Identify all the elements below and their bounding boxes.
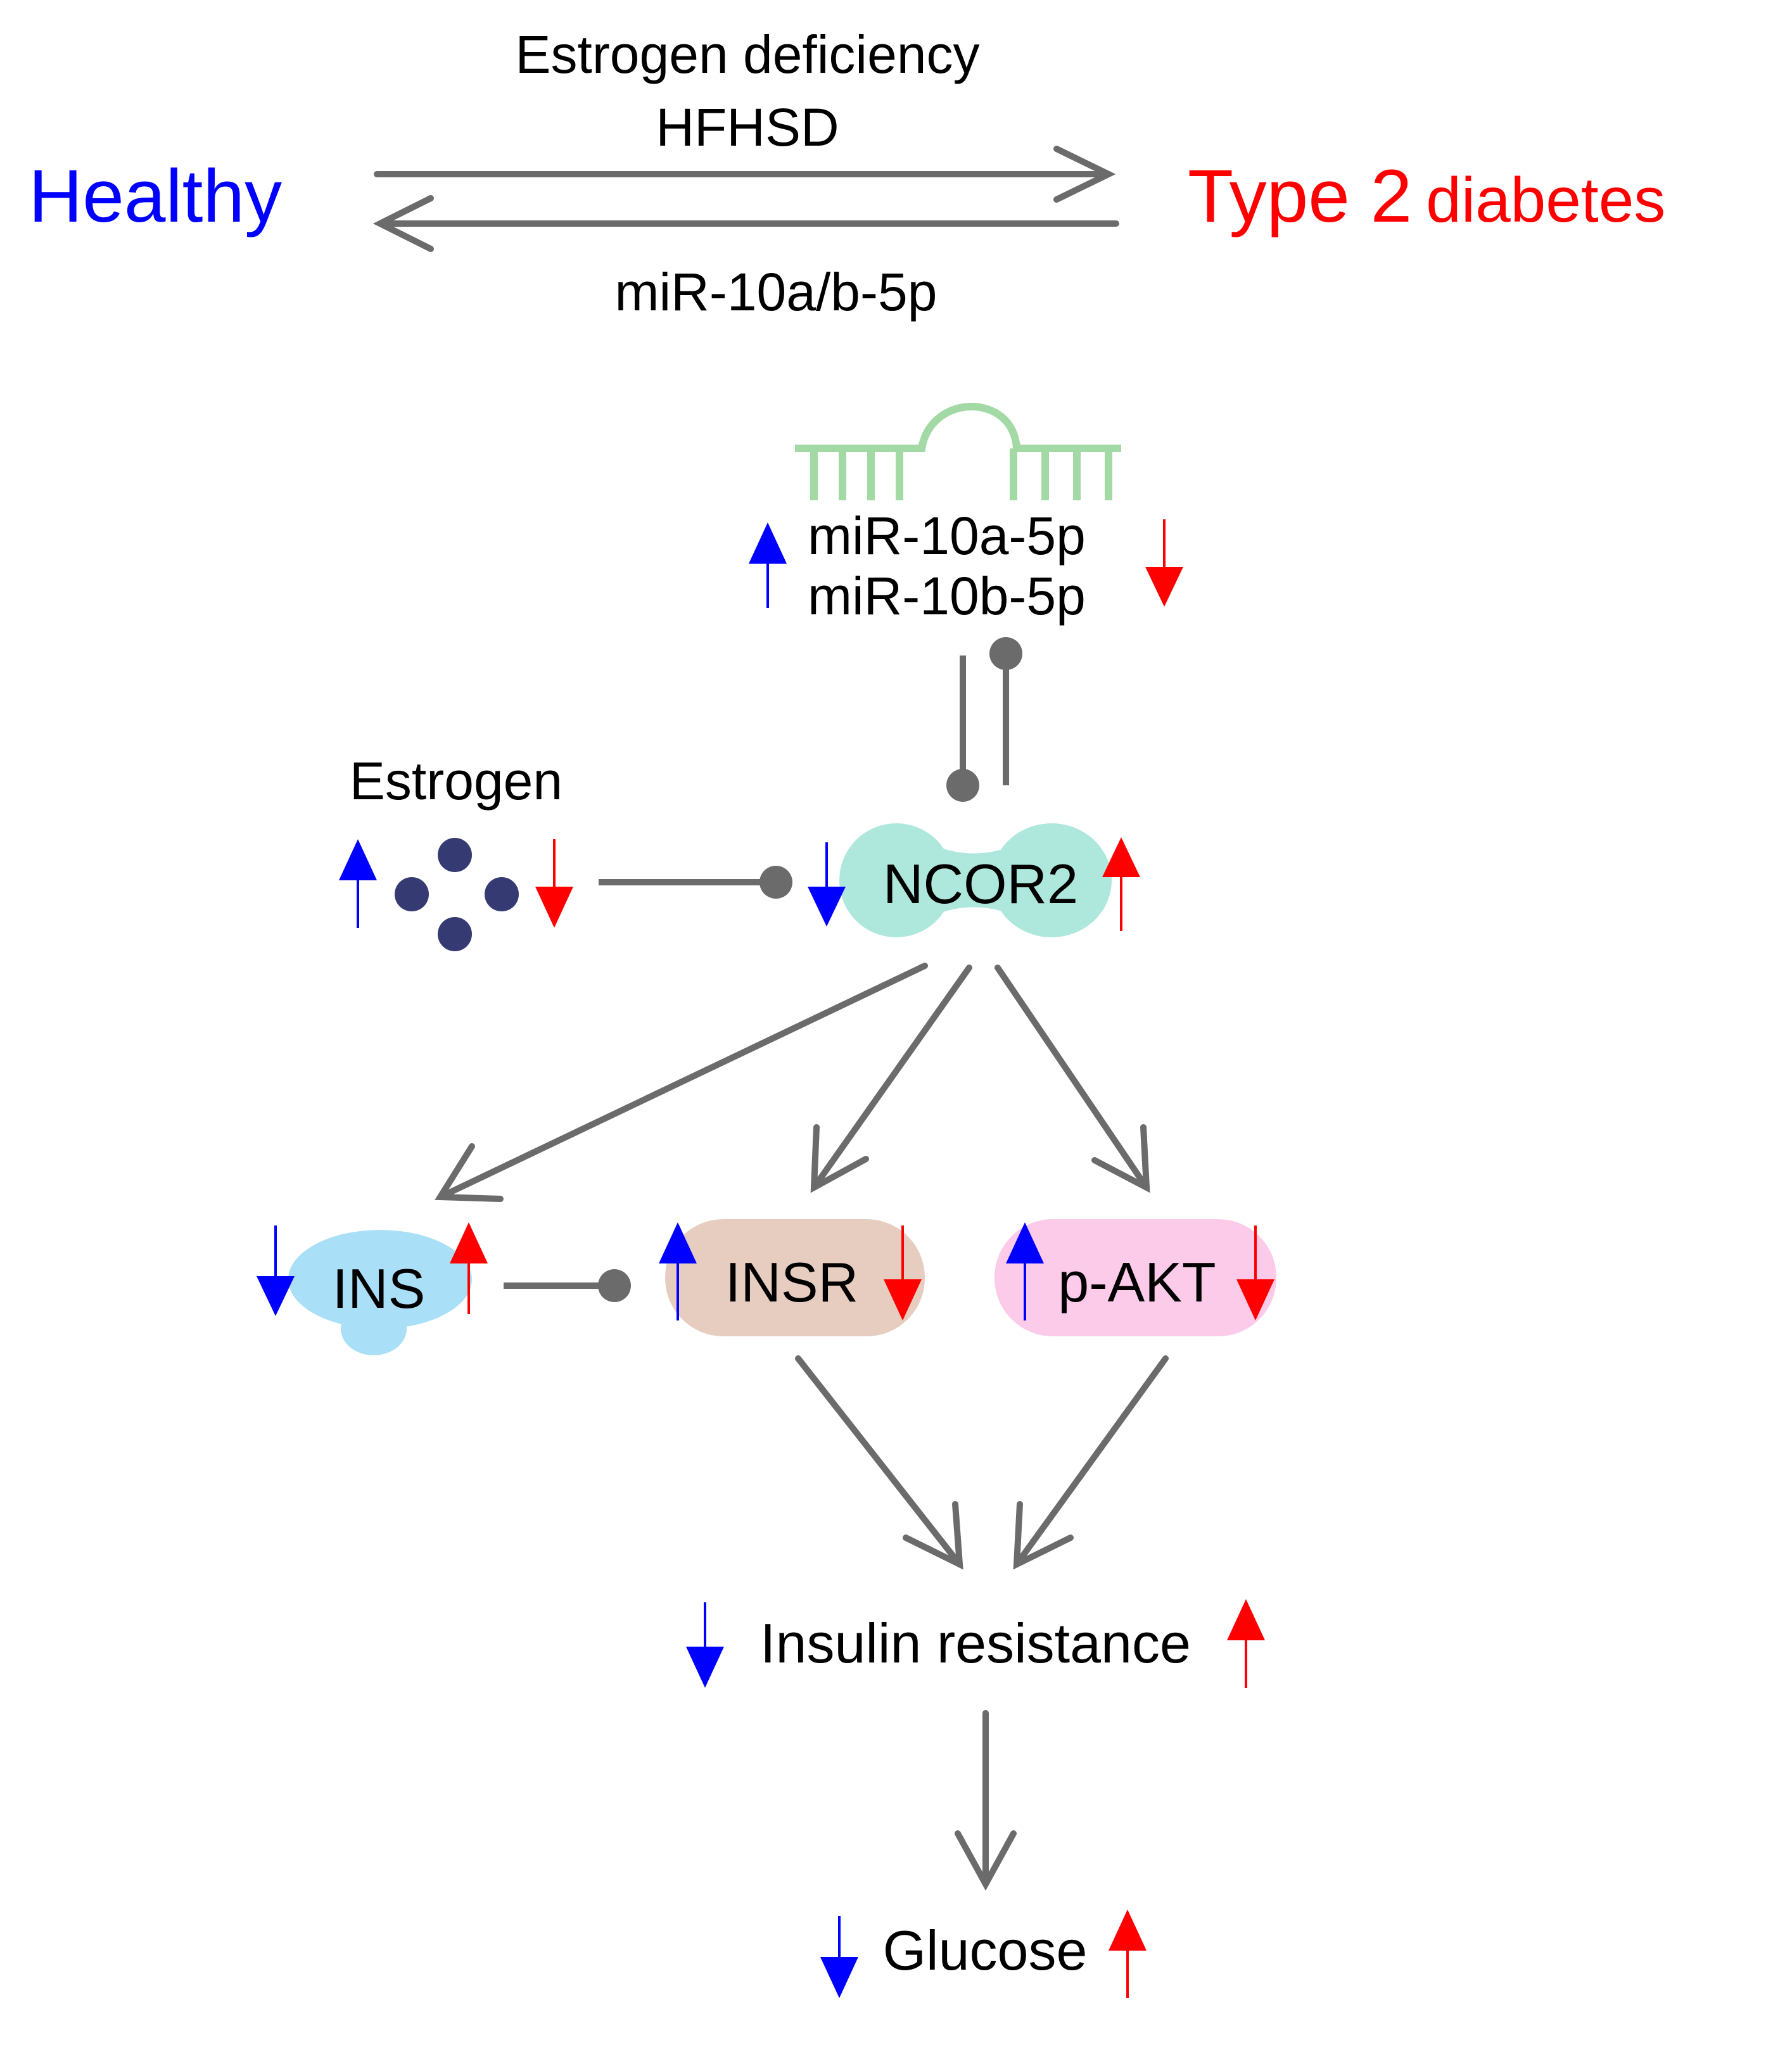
insr-disease-down-arrow-icon <box>884 1225 922 1320</box>
ncor2-to-ins-arrow <box>435 963 928 1202</box>
pakt-disease-down-arrow-icon <box>1236 1225 1274 1320</box>
pakt-label: p-AKT <box>1058 1251 1216 1314</box>
ins-healthy-down-arrow-icon <box>257 1225 295 1316</box>
ins-disease-up-arrow-icon <box>450 1222 488 1314</box>
mirna-inhibits-ncor2-bar-icon <box>946 655 979 802</box>
insr-healthy-up-arrow-icon <box>659 1222 697 1320</box>
ncor2-to-pakt-arrow <box>994 965 1150 1193</box>
ins-node: INS <box>288 1230 472 1355</box>
insulin-resistance-label: Insulin resistance <box>760 1612 1191 1675</box>
mirna-healthy-up-arrow-icon <box>749 522 787 608</box>
ins-inhibits-insr-bar-icon <box>504 1269 631 1302</box>
ncor2-disease-up-arrow-icon <box>1102 837 1140 931</box>
ncor2-inhibits-mirna-bar-icon <box>989 637 1022 785</box>
ins-label: INS <box>333 1257 426 1320</box>
estrogen-inhibits-ncor2-bar-icon <box>599 866 792 899</box>
ncor2-label: NCOR2 <box>883 852 1078 915</box>
forward-cause-line1: Estrogen deficiency <box>515 25 979 84</box>
mirna-10a-label: miR-10a-5p <box>808 506 1086 566</box>
glucose-label: Glucose <box>883 1919 1088 1982</box>
insr-to-insulin-resistance-arrow <box>795 1355 963 1570</box>
estrogen-molecule-icon <box>395 838 519 951</box>
insulin-resistance-disease-up-arrow-icon <box>1227 1599 1265 1688</box>
t2d-disease-label: diabetes <box>1426 165 1665 236</box>
mirna-hairpin-icon <box>795 403 1121 500</box>
mirna-disease-down-arrow-icon <box>1145 519 1183 607</box>
insulin-resistance-healthy-down-arrow-icon <box>686 1602 724 1688</box>
healthy-label: Healthy <box>29 155 282 238</box>
ncor2-to-insr-arrow <box>810 965 972 1193</box>
reverse-cause-label: miR-10a/b-5p <box>615 262 937 322</box>
insr-label: INSR <box>725 1251 858 1314</box>
pakt-to-insulin-resistance-arrow <box>1013 1355 1169 1570</box>
mirna-10b-label: miR-10b-5p <box>808 566 1086 626</box>
t2d-type-label: Type 2 <box>1188 155 1412 238</box>
insr-node: INSR <box>665 1219 925 1336</box>
glucose-healthy-down-arrow-icon <box>820 1916 858 1998</box>
pakt-node: p-AKT <box>994 1219 1276 1336</box>
ncor2-node: NCOR2 <box>839 823 1112 937</box>
insulin-resistance-to-glucose-arrow <box>955 1710 1017 1891</box>
reverse-transition-arrow <box>372 195 1119 252</box>
ncor2-healthy-down-arrow-icon <box>808 842 846 927</box>
glucose-disease-up-arrow-icon <box>1109 1909 1147 1998</box>
pakt-healthy-up-arrow-icon <box>1006 1222 1044 1320</box>
estrogen-label: Estrogen <box>350 751 562 811</box>
estrogen-disease-down-arrow-icon <box>535 839 573 928</box>
forward-transition-arrow <box>374 146 1116 203</box>
estrogen-healthy-up-arrow-icon <box>339 839 377 928</box>
forward-cause-line2: HFHSD <box>656 98 839 157</box>
